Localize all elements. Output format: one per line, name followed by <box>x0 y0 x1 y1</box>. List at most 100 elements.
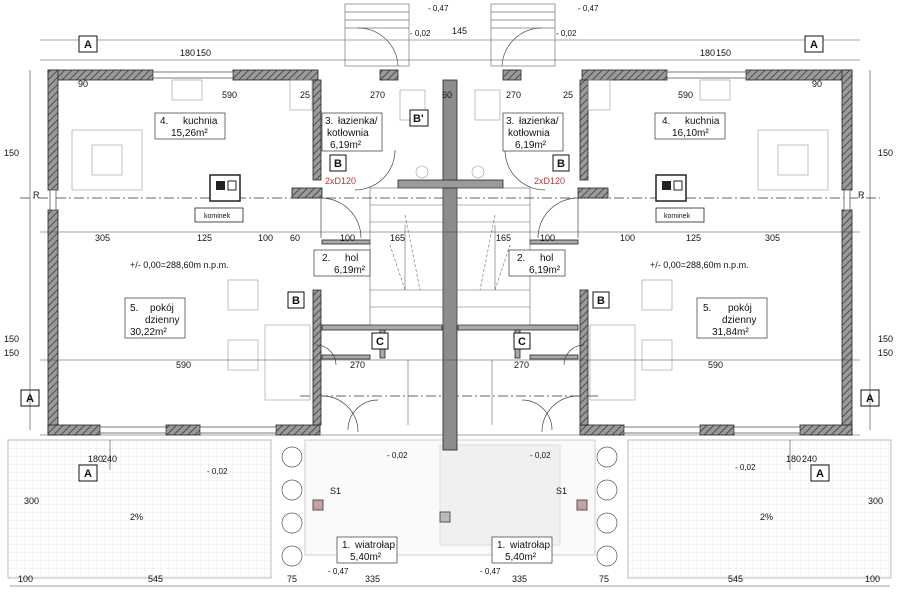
section-c-left: C <box>376 336 384 348</box>
dim-top-3: 145 <box>452 26 467 36</box>
dim-mid-11: 305 <box>765 233 780 243</box>
section-a-bottom-left: A <box>84 468 92 480</box>
dim-top-l-8: 590 <box>678 90 693 100</box>
windows <box>49 71 851 434</box>
kuchnia-left-name: kuchnia <box>183 116 218 127</box>
section-b-left: B <box>334 158 342 170</box>
dim-bot-v-1: 180 <box>88 454 103 464</box>
entrance-columns <box>312 499 588 523</box>
section-b-prime: B' <box>413 113 424 125</box>
dim-bottom-7: 545 <box>728 574 743 584</box>
dim-top-l-6: 270 <box>506 90 521 100</box>
dim-mid-8: 100 <box>540 233 555 243</box>
axis-r-right: R <box>858 190 865 200</box>
dim-right-1: 150 <box>878 148 893 158</box>
furniture <box>71 79 829 401</box>
section-c-right: C <box>518 336 526 348</box>
dim-mid-6: 165 <box>390 233 405 243</box>
section-a-top-right: A <box>810 39 818 51</box>
dim-bot-v-3: 180 <box>786 454 801 464</box>
level-mid-left: - 0,02 <box>387 451 408 460</box>
wiatrolap-left-number: 1. <box>342 540 350 551</box>
lazienka-left-area: 6,19m² <box>330 140 362 151</box>
dim-mid-4: 60 <box>290 233 300 243</box>
hol-left-number: 2. <box>322 253 330 264</box>
terrace-right-size: 300 <box>868 496 883 506</box>
section-b-right: B <box>557 158 565 170</box>
dim-bottom-1: 100 <box>18 574 33 584</box>
pokoj-left-name1: pokój <box>150 303 174 314</box>
wiatrolap-right-area: 5,40m² <box>505 552 537 563</box>
dim-top-2: 150 <box>196 48 211 58</box>
dim-left-2: 150 <box>4 334 19 344</box>
section-b-left-lower: B <box>292 295 300 307</box>
level-right-label: +/- 0,00=288,60m n.p.m. <box>650 260 749 270</box>
wiatrolap-right-name: wiatrołap <box>509 540 550 551</box>
dim-row3-4: 590 <box>708 360 723 370</box>
dim-bottom-3: 75 <box>287 574 297 584</box>
level-left-label: +/- 0,00=288,60m n.p.m. <box>130 260 229 270</box>
pokoj-right-number: 5. <box>703 303 711 314</box>
dim-bottom-4: 335 <box>365 574 380 584</box>
kuchnia-right-area: 16,10m² <box>672 128 709 139</box>
dim-bottom-5: 335 <box>512 574 527 584</box>
level-bottom-left: - 0,47 <box>328 567 349 576</box>
dim-bottom-2: 545 <box>148 574 163 584</box>
fireplace-right <box>655 174 705 223</box>
section-a-bottom-right: A <box>816 468 824 480</box>
shrubs <box>281 446 618 567</box>
slope-left: 2% <box>130 512 143 522</box>
pokoj-right-name2: dzienny <box>722 315 756 326</box>
door-right-label: 2xD120 <box>534 176 565 186</box>
dim-top-l-7: 25 <box>563 90 573 100</box>
dim-top-l-3: 25 <box>300 90 310 100</box>
slope-right: 2% <box>760 512 773 522</box>
terrace-left-size: 300 <box>24 496 39 506</box>
dim-bot-v-4: 240 <box>802 454 817 464</box>
dim-mid-1: 305 <box>95 233 110 243</box>
dim-bot-v-2: 240 <box>102 454 117 464</box>
dim-top-l-2: 590 <box>222 90 237 100</box>
hol-left-area: 6,19m² <box>334 265 366 276</box>
level-side-left: - 0,02 <box>207 467 228 476</box>
pokoj-left-name2: dzienny <box>145 315 179 326</box>
hol-right-area: 6,19m² <box>529 265 561 276</box>
pokoj-right-area: 31,84m² <box>712 327 749 338</box>
hol-left-name: hol <box>345 253 358 264</box>
wiatrolap-left-area: 5,40m² <box>350 552 382 563</box>
dim-top-l-4: 270 <box>370 90 385 100</box>
section-a-mid-right: A <box>866 393 874 405</box>
level-mid-right: - 0,02 <box>530 451 551 460</box>
dim-bottom-6: 75 <box>599 574 609 584</box>
kominek-left-label: kominek <box>204 213 231 220</box>
dim-row3-2: 270 <box>350 360 365 370</box>
dim-left-3: 150 <box>4 348 19 358</box>
dim-mid-5: 100 <box>340 233 355 243</box>
lazienka-left-name1: łazienka/ <box>338 116 378 127</box>
lazienka-right-name2: kotłownia <box>508 128 550 139</box>
hol-right-name: hol <box>540 253 553 264</box>
pokoj-left-area: 30,22m² <box>130 327 167 338</box>
pokoj-right-name1: pokój <box>728 303 752 314</box>
terrace-paving <box>7 439 892 579</box>
dim-top-l-5: 60 <box>442 90 452 100</box>
dim-top-l-9: 90 <box>812 79 822 89</box>
kuchnia-left-area: 15,26m² <box>171 128 208 139</box>
column-right-label: S1 <box>556 486 567 496</box>
kominek-right-label: kominek <box>664 213 691 220</box>
dim-right-2: 150 <box>878 334 893 344</box>
lazienka-right-name1: łazienka/ <box>519 116 559 127</box>
dim-top-l-1: 90 <box>78 79 88 89</box>
door-left-label: 2xD120 <box>325 176 356 186</box>
level-bottom-right: - 0,47 <box>480 567 501 576</box>
door-swings <box>315 149 585 433</box>
column-left-label: S1 <box>330 486 341 496</box>
section-a-top-left: A <box>84 39 92 51</box>
dimension-lines <box>10 59 890 587</box>
section-a-mid-left: A <box>26 393 34 405</box>
wiatrolap-left-name: wiatrołap <box>354 540 395 551</box>
dim-left-1: 150 <box>4 148 19 158</box>
dim-mid-3: 100 <box>258 233 273 243</box>
level-top-right: - 0,47 <box>578 4 599 13</box>
